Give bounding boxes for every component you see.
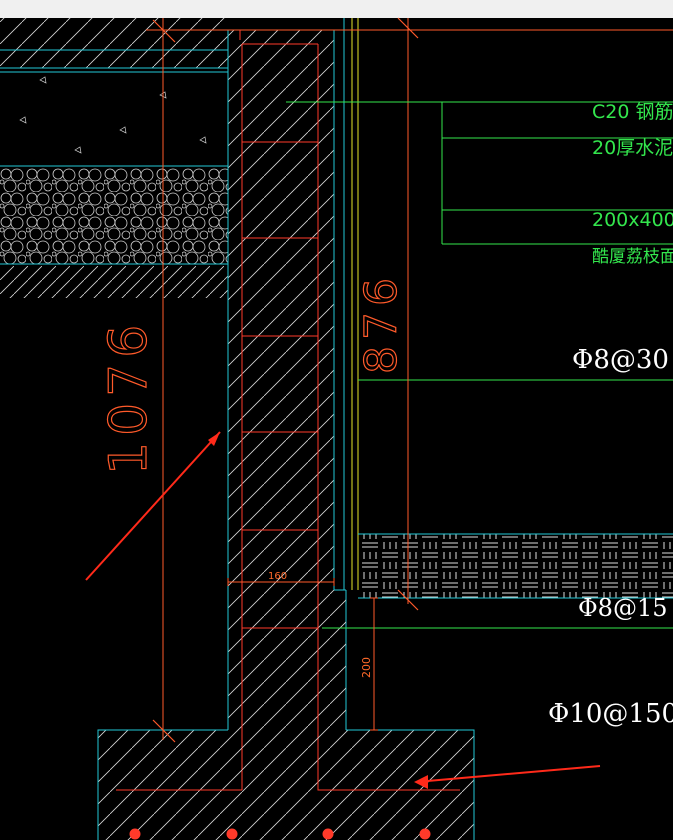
dimension-1076-label: 1076 xyxy=(99,319,159,475)
step-hatch xyxy=(334,590,346,730)
annotation-arrow-right xyxy=(414,765,601,789)
top-slab-hatch xyxy=(0,18,228,68)
wall-rebar xyxy=(241,43,319,790)
gravel-layer xyxy=(0,168,228,264)
annotation-arrow-left xyxy=(85,431,221,581)
dimension-160-label: 160 xyxy=(268,571,287,582)
retaining-wall-hatch xyxy=(228,30,334,730)
note-leader xyxy=(286,101,673,245)
rebar-label-2: Φ8@15 xyxy=(578,594,667,622)
rebar-label-3: Φ10@150 xyxy=(548,699,673,729)
window-top-strip xyxy=(0,0,673,18)
dimension-876-label: 876 xyxy=(356,272,407,374)
dimension-160 xyxy=(227,578,335,586)
dimension-200 xyxy=(370,597,378,731)
dimension-1076 xyxy=(152,18,176,743)
rebar-label-1: Φ8@30 xyxy=(572,345,669,375)
footing-outline xyxy=(97,729,475,840)
note-line-1: C20 钢筋混 xyxy=(592,101,673,123)
concrete-speckle-layer xyxy=(19,76,207,154)
soil-hatch xyxy=(0,266,228,298)
note-line-3: 200x400 xyxy=(592,209,673,231)
paver-layer xyxy=(360,534,673,598)
note-line-2: 20厚水泥砂 xyxy=(592,137,673,159)
dimension-200-label: 200 xyxy=(360,657,373,678)
note-line-4: 酷厦荔枝面 xyxy=(592,247,673,267)
footing-rebar xyxy=(116,740,460,840)
footing-hatch xyxy=(98,730,474,840)
dimension-876 xyxy=(397,17,419,611)
